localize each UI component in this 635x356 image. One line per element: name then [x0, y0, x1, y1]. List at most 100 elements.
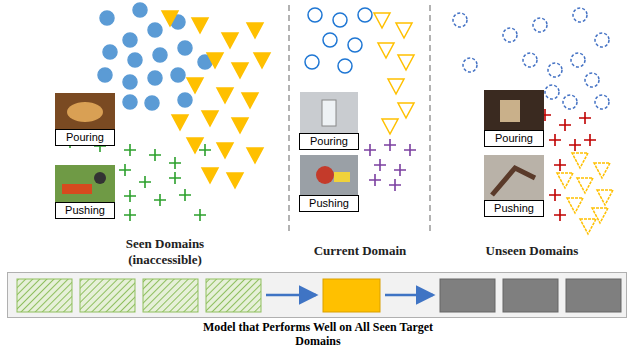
circle-point [305, 55, 319, 69]
triangle-point [597, 190, 613, 205]
cross-point [389, 179, 401, 191]
label-text: Pushing [65, 203, 105, 217]
action-label: Pushing [55, 202, 115, 219]
triangle-point [222, 33, 238, 48]
triangle-point [217, 143, 233, 158]
circle-point [523, 53, 537, 67]
triangle-point [398, 103, 414, 118]
panel-title: Current Domain [295, 243, 425, 259]
cross-point [179, 189, 191, 201]
label-text: Pouring [495, 131, 533, 145]
cross-point [154, 194, 166, 206]
triangle-point [227, 173, 243, 188]
cross-point [169, 157, 181, 169]
photo [55, 90, 544, 202]
circle-point [145, 96, 159, 110]
triangle-point [567, 198, 583, 213]
triangle-point [217, 88, 233, 103]
triangle-point [572, 153, 588, 168]
circle-point [453, 13, 467, 27]
circle-point [128, 53, 142, 67]
label-text: Pouring [310, 134, 348, 148]
triangle-point [207, 53, 223, 68]
circle-point [595, 95, 609, 109]
cross-point [384, 139, 396, 151]
circle-point [123, 33, 137, 47]
triangle-point [557, 173, 573, 188]
cross-point [149, 149, 161, 161]
cross-point [364, 144, 376, 156]
cross-point [124, 190, 136, 202]
circle-point [148, 23, 162, 37]
triangle-point [378, 43, 394, 58]
triangle-point [594, 163, 610, 178]
cross-point [124, 144, 136, 156]
panel-title: Unseen Domains [457, 243, 607, 259]
label-text: Pouring [66, 130, 104, 144]
action-label: Pouring [484, 130, 544, 147]
cross-point [119, 164, 131, 176]
triangle-point [192, 18, 208, 33]
circle-point [133, 3, 147, 17]
triangle-point [382, 119, 398, 134]
circle-point [503, 28, 517, 42]
triangle-point [162, 11, 178, 26]
cross-point [169, 172, 181, 184]
cross-point [194, 209, 206, 221]
circle-point [333, 13, 347, 27]
divider [288, 5, 290, 232]
cross-point [584, 134, 596, 146]
circle-point [348, 38, 362, 52]
circle-point [571, 53, 585, 67]
circle-point [123, 95, 137, 109]
circle-point [533, 18, 547, 32]
model-band: Model that Performs Well on All Seen Tar… [7, 272, 627, 318]
feature-points [64, 3, 613, 234]
circle-point [463, 58, 477, 72]
circle-point [171, 68, 185, 82]
circle-point [595, 33, 609, 47]
circle-point [573, 8, 587, 22]
label-text: Pushing [494, 201, 534, 215]
label-text: Pushing [309, 196, 349, 210]
model-band [7, 272, 627, 318]
circle-point [358, 8, 372, 22]
circle-point [585, 73, 599, 87]
cross-point [554, 209, 566, 221]
circle-point [148, 71, 162, 85]
triangle-point [396, 23, 412, 38]
cross-point [549, 134, 561, 146]
triangle-point [247, 23, 263, 38]
action-label: Pouring [299, 133, 359, 150]
cross-point [559, 119, 571, 131]
circle-point [548, 63, 562, 77]
action-label: Pushing [484, 200, 544, 217]
cross-point [124, 209, 136, 221]
circle-point [103, 45, 117, 59]
panel-title: Seen Domains (inaccessible) [100, 236, 230, 268]
circle-point [308, 8, 322, 22]
cross-point [394, 164, 406, 176]
cross-point [569, 139, 581, 151]
cross-point [554, 159, 566, 171]
cross-point [139, 176, 151, 188]
circle-point [100, 11, 114, 25]
cross-point [374, 159, 386, 171]
circle-point [323, 33, 337, 47]
band-caption: Model that Performs Well on All Seen Tar… [188, 320, 448, 348]
triangle-point [202, 168, 218, 183]
cross-point [549, 189, 561, 201]
action-label: Pushing [299, 195, 359, 212]
triangle-point [202, 111, 218, 126]
cross-point [579, 112, 591, 124]
triangle-point [242, 93, 258, 108]
circle-point [178, 41, 192, 55]
action-label: Pouring [55, 129, 115, 146]
triangle-point [577, 178, 593, 193]
cross-point [199, 144, 211, 156]
cross-point [404, 144, 416, 156]
triangle-point [580, 219, 596, 234]
triangle-point [187, 78, 203, 93]
triangle-point [254, 53, 270, 68]
